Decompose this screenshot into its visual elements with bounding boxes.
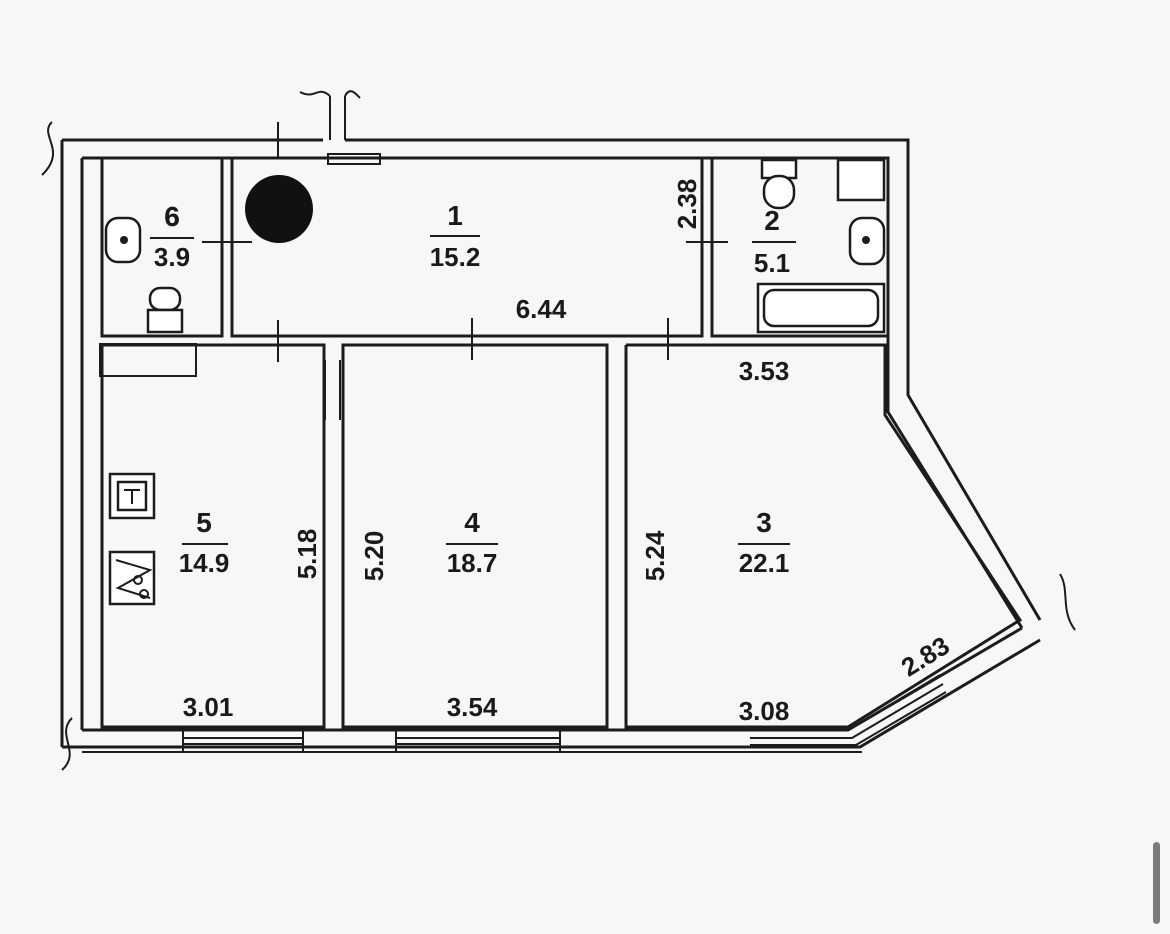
- room-label-3-area: 22.1: [739, 548, 790, 578]
- dim-room3-bay: 2.83: [896, 630, 955, 682]
- dim-room5-bottom: 3.01: [183, 692, 234, 722]
- room-label-6: 6 3.9: [154, 201, 190, 272]
- toilet-icon: [760, 158, 798, 210]
- svg-text:3.9: 3.9: [154, 242, 190, 272]
- sink-icon: [104, 216, 142, 264]
- toilet-icon: [146, 286, 184, 334]
- shower-tray-icon: [836, 158, 886, 202]
- room-label-4-id: 4: [464, 507, 480, 538]
- vertical-scrollbar[interactable]: [1153, 842, 1160, 924]
- windows: [182, 674, 947, 753]
- wall-breaks: [41, 90, 1076, 771]
- room-label-4-area: 18.7: [447, 548, 498, 578]
- sink-icon: [848, 216, 886, 266]
- dim-room3-bottom: 3.08: [739, 696, 790, 726]
- dim-room3-height: 5.24: [640, 530, 670, 581]
- dim-hall-width: 2.38: [672, 179, 702, 230]
- riser-circle: [245, 175, 313, 243]
- dim-room5-height: 5.18: [292, 529, 322, 580]
- door-marks: [202, 122, 728, 420]
- bathtub-icon: [756, 282, 886, 334]
- room-label-5-id: 5: [196, 507, 212, 538]
- room-label-5-area: 14.9: [179, 548, 230, 578]
- room-label-6-id: 6: [164, 201, 180, 232]
- dim-room4-bottom: 3.54: [447, 692, 498, 722]
- stove-icon: [108, 550, 156, 606]
- room-label-2-area: 5.1: [754, 248, 790, 278]
- outer-walls: [60, 138, 1042, 753]
- interior-walls: [99, 153, 1023, 729]
- svg-text:6: 6: [164, 201, 180, 232]
- fixtures: [104, 158, 886, 606]
- dim-hall-length: 6.44: [516, 294, 567, 324]
- room-label-2-id: 2: [764, 205, 780, 236]
- dim-room4-height: 5.20: [359, 531, 389, 582]
- dim-room3-top: 3.53: [739, 356, 790, 386]
- room-label-1-area: 15.2: [430, 242, 481, 272]
- room-label-1-id: 1: [447, 200, 463, 231]
- room-label-3-id: 3: [756, 507, 772, 538]
- boiler-icon: [108, 472, 156, 520]
